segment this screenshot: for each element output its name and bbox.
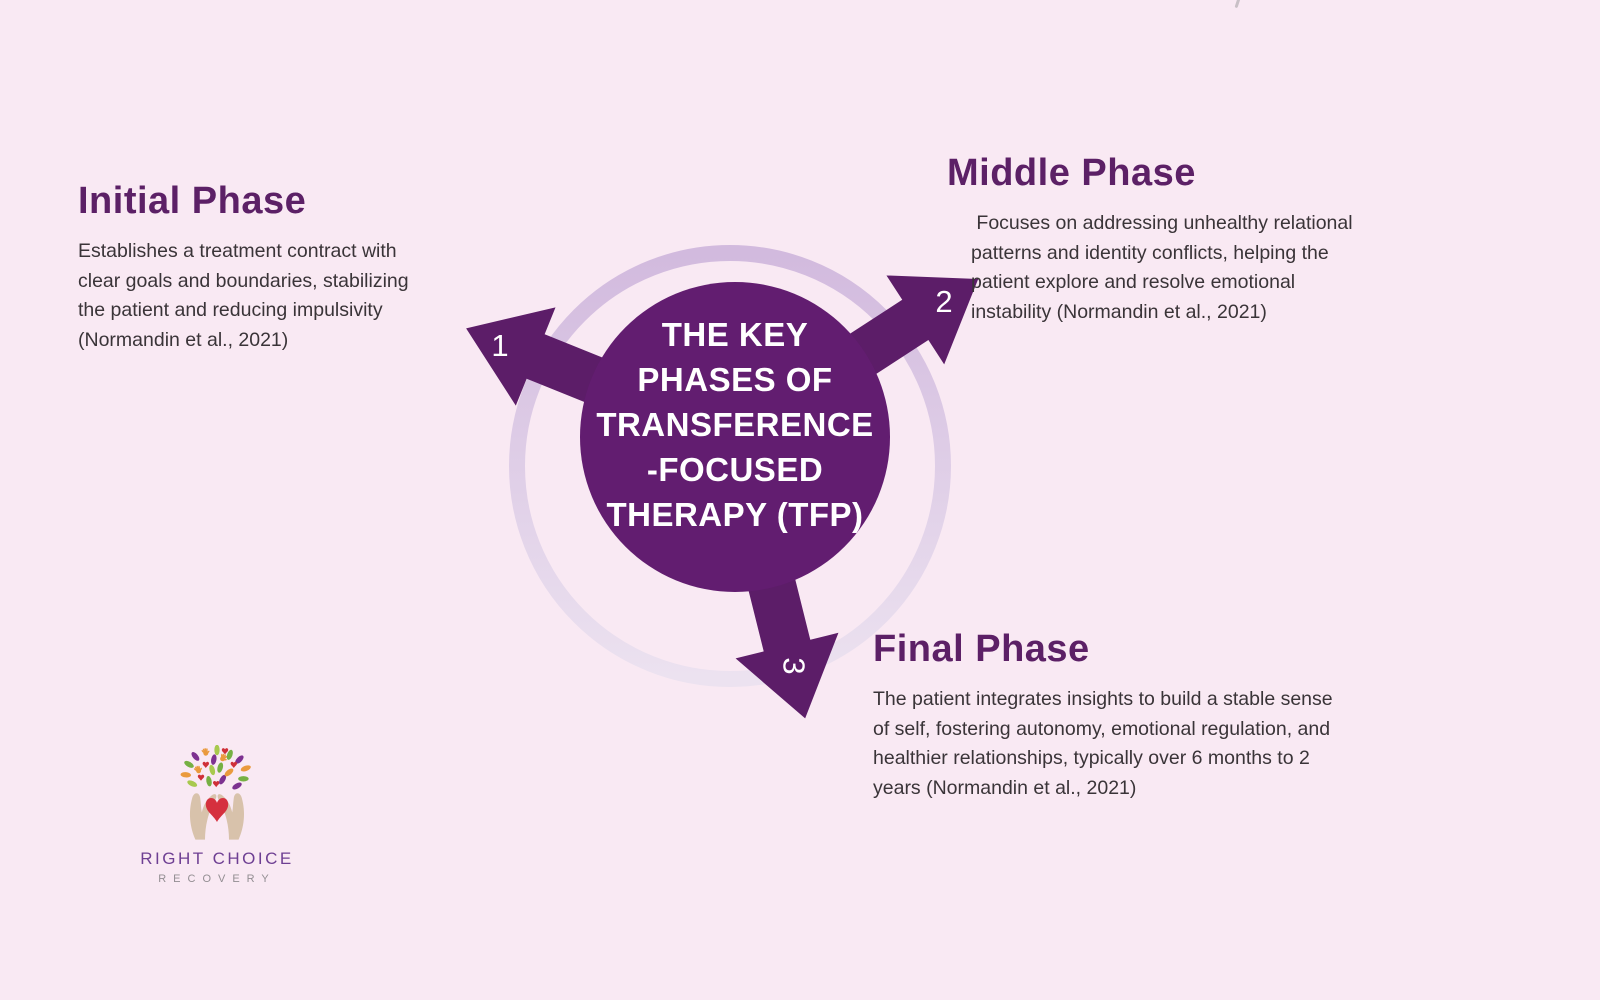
hands-holding-heart-with-leaves-icon xyxy=(180,745,252,840)
central-circle xyxy=(580,282,890,592)
right-choice-recovery-logo: RIGHT CHOICE RECOVERY xyxy=(117,745,317,885)
phase3-arrow xyxy=(735,547,839,719)
logo-name-text: RIGHT CHOICE xyxy=(140,849,294,868)
initial-phase-title: Initial Phase xyxy=(78,180,307,222)
middle-phase-description: Focuses on addressing unhealthy relation… xyxy=(971,212,1353,323)
orbit-ring xyxy=(509,245,951,687)
central-circle-title: THE KEY PHASES OF TRANSFERENCE -FOCUSED … xyxy=(596,316,874,533)
step-number-1: 1 xyxy=(491,328,508,363)
logo-subtitle-text: RECOVERY xyxy=(158,873,276,885)
final-phase-description: The patient integrates insights to build… xyxy=(873,688,1333,799)
step-number-3: 3 xyxy=(777,657,812,674)
middle-phase-title: Middle Phase xyxy=(947,152,1196,194)
middle-phase-section: Middle Phase Focuses on addressing unhea… xyxy=(947,152,1417,327)
final-phase-title: Final Phase xyxy=(873,628,1090,670)
logo-leaf-cluster xyxy=(180,745,252,791)
initial-phase-section: Initial Phase Establishes a treatment co… xyxy=(78,180,518,355)
step-number-2: 2 xyxy=(935,284,952,319)
final-phase-section: Final Phase The patient integrates insig… xyxy=(873,628,1413,803)
initial-phase-description: Establishes a treatment contract with cl… xyxy=(78,240,409,351)
logo-heart xyxy=(205,798,229,822)
